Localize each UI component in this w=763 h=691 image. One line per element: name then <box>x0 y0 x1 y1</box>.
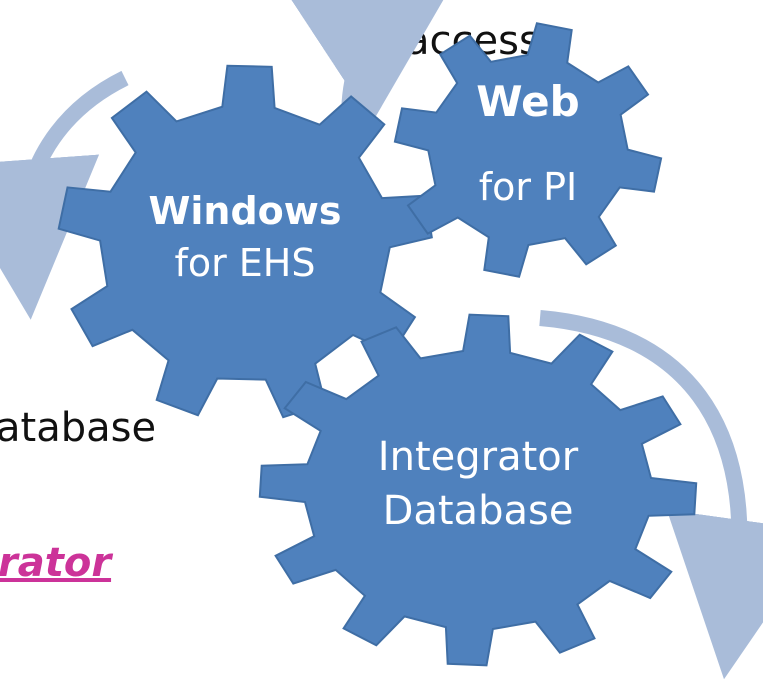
windows-gear-subtitle: for EHS <box>174 241 315 285</box>
clipped-text-database: atabase <box>0 405 157 451</box>
integrator-gear-title: Integrator <box>378 434 579 480</box>
web-gear-title: Web <box>476 77 579 126</box>
gear-icon-web <box>393 22 663 278</box>
curved-arrow-icon-top-left <box>0 70 129 320</box>
gear-icon-integrator <box>258 313 698 667</box>
integrator-gear-subtitle: Database <box>383 488 574 534</box>
curved-arrow-icon-right <box>539 310 763 680</box>
integrator-link[interactable]: rator <box>0 540 112 586</box>
web-gear-subtitle: for PI <box>479 165 577 209</box>
windows-gear-title: Windows <box>148 189 341 233</box>
